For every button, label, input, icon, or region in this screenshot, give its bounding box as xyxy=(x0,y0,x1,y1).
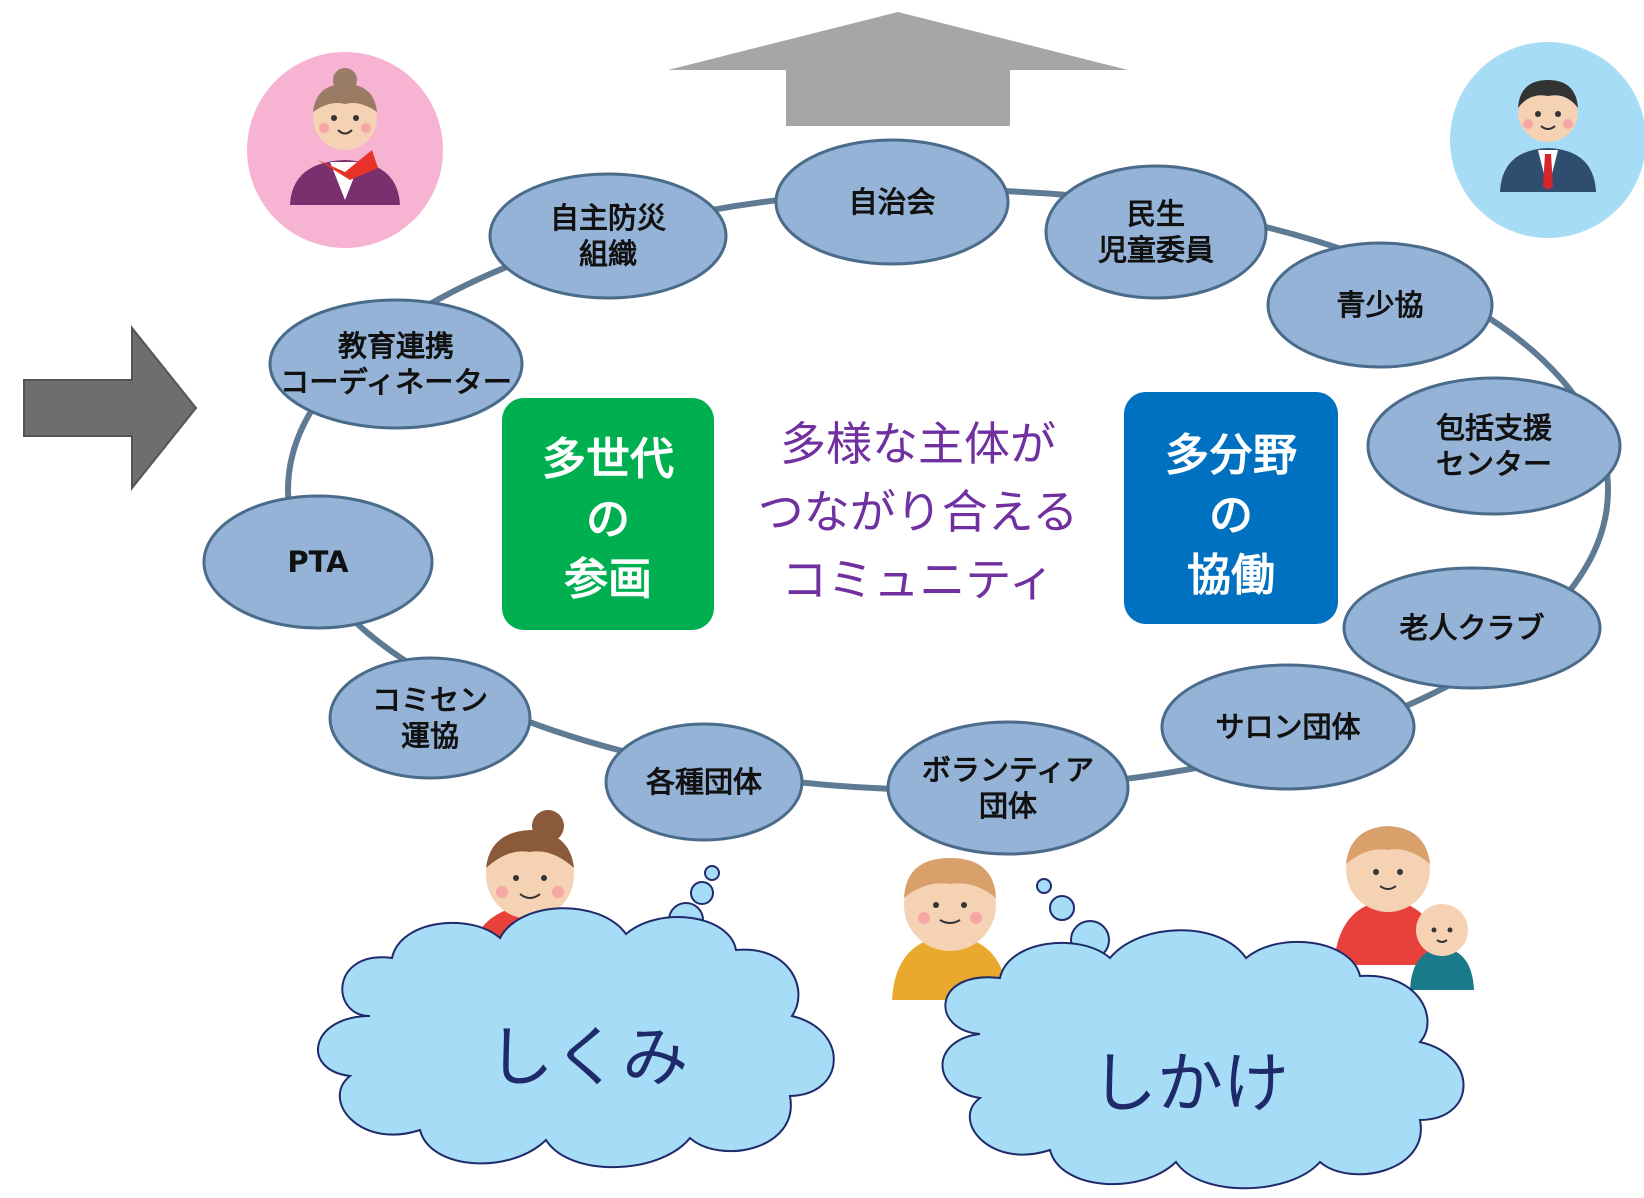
node-minsei-label-1: 民生 xyxy=(1127,197,1185,231)
node-bousai-label-1: 自主防災 xyxy=(550,201,667,235)
node-jichikai-shape xyxy=(774,138,1010,266)
left-box-line-3: 参画 xyxy=(564,554,652,605)
left-box-line-2: の xyxy=(586,494,630,545)
cloud-shikake-label: しかけ xyxy=(1091,1045,1289,1122)
node-seishokyo-shape xyxy=(1266,241,1494,369)
node-bousai-label-2: 組織 xyxy=(579,237,637,271)
businessman-avatar-icon xyxy=(1450,42,1644,238)
node-pta: PTA xyxy=(202,494,434,630)
right-arrow-icon xyxy=(23,325,198,491)
node-minsei-label-2: 児童委員 xyxy=(1098,233,1214,267)
node-seishokyo: 青少協 xyxy=(1266,241,1494,369)
node-komisen-label-1: コミセン xyxy=(372,683,488,717)
center-line-2: つながり合える xyxy=(758,485,1079,539)
node-kyoiku-label-2: コーディネーター xyxy=(280,365,512,399)
node-salon-label-1: サロン団体 xyxy=(1215,710,1361,744)
node-salon-shape xyxy=(1160,663,1416,791)
node-jichikai-label-1: 自治会 xyxy=(848,185,935,219)
elderly-woman-avatar-icon xyxy=(247,52,443,248)
mother-child-person-icon xyxy=(1334,826,1474,990)
right-box-line-1: 多分野 xyxy=(1165,430,1297,481)
center-line-1: 多様な主体が xyxy=(780,417,1056,471)
node-jichikai: 自治会 xyxy=(774,138,1010,266)
right-box-line-2: の xyxy=(1209,490,1253,541)
center-text: 多様な主体が つながり合える コミュニティ xyxy=(758,417,1079,607)
node-kakushu-shape xyxy=(604,722,804,842)
up-arrow-icon xyxy=(668,12,1128,126)
cloud-shikumi: しくみ xyxy=(317,907,835,1169)
node-houkatsu-shape xyxy=(1366,376,1622,516)
node-houkatsu-label-1: 包括支援 xyxy=(1436,411,1553,445)
cloud-shikumi-label: しくみ xyxy=(488,1019,689,1096)
node-bousai-shape xyxy=(488,172,728,300)
node-rojin-shape xyxy=(1342,566,1602,690)
left-box: 多世代 の 参画 xyxy=(502,398,714,630)
node-rojin-label-1: 老人クラブ xyxy=(1399,611,1544,645)
node-kakushu: 各種団体 xyxy=(604,722,804,842)
node-pta-label-1: PTA xyxy=(287,545,349,579)
node-volunteer-label-2: 団体 xyxy=(979,789,1038,823)
node-seishokyo-label-1: 青少協 xyxy=(1336,288,1423,322)
center-line-3: コミュニティ xyxy=(781,553,1054,607)
right-box: 多分野 の 協働 xyxy=(1124,392,1338,624)
node-volunteer-shape xyxy=(886,720,1130,856)
right-box-line-3: 協働 xyxy=(1187,550,1275,601)
node-kyoiku-shape xyxy=(268,298,524,430)
node-rojin: 老人クラブ xyxy=(1342,566,1602,690)
node-komisen-label-2: 運協 xyxy=(401,719,459,753)
node-minsei-shape xyxy=(1044,164,1268,300)
node-salon: サロン団体 xyxy=(1160,663,1416,791)
node-kakushu-label-1: 各種団体 xyxy=(645,765,763,799)
node-houkatsu-label-2: センター xyxy=(1436,447,1552,481)
node-kyoiku-label-1: 教育連携 xyxy=(338,329,454,363)
node-volunteer-label-1: ボランティア xyxy=(922,753,1094,787)
cloud-shikake: しかけ xyxy=(941,929,1465,1190)
node-komisen-shape xyxy=(328,656,532,780)
left-box-line-1: 多世代 xyxy=(542,434,674,485)
node-pta-shape xyxy=(202,494,434,630)
